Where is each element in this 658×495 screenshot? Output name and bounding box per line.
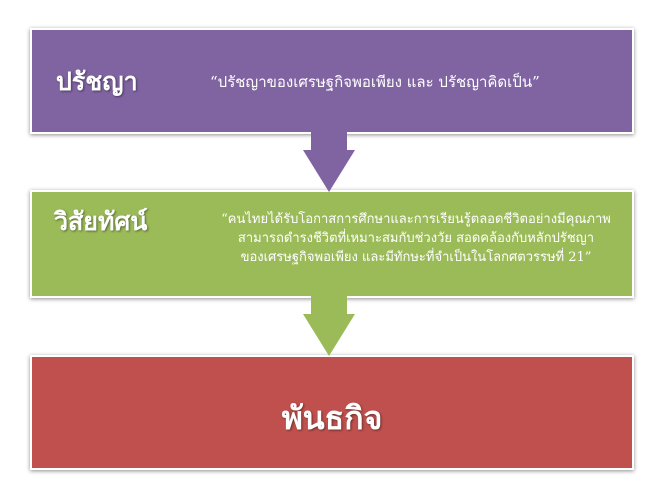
philosophy-box: ปรัชญา “ปรัชญาของเศรษฐกิจพอเพียง และ ปรั… xyxy=(30,28,634,134)
vision-heading: วิสัยทัศน์ xyxy=(54,207,148,236)
flow-arrow-1-stem xyxy=(311,132,347,154)
vision-text-line-1: “คนไทยได้รับโอกาสการศึกษาและการเรียนรู้ต… xyxy=(221,212,611,227)
flow-arrow-1 xyxy=(303,150,355,192)
philosophy-text: “ปรัชญาของเศรษฐกิจพอเพียง และ ปรัชญาคิดเ… xyxy=(210,73,540,91)
vision-text-line-2: สามารถดำรงชีวิตที่เหมาะสมกับช่วงวัย สอดค… xyxy=(237,231,595,246)
mission-box: พันธกิจ xyxy=(30,355,634,470)
flow-arrow-2 xyxy=(303,314,355,356)
flow-arrow-2-stem xyxy=(311,296,347,318)
philosophy-heading: ปรัชญา xyxy=(56,67,138,96)
vision-text-line-3: ของเศรษฐกิจพอเพียง และมีทักษะที่จำเป็นใน… xyxy=(240,250,592,265)
vision-box: วิสัยทัศน์ “คนไทยได้รับโอกาสการศึกษาและก… xyxy=(30,190,634,298)
vision-text: “คนไทยได้รับโอกาสการศึกษาและการเรียนรู้ต… xyxy=(206,210,626,267)
mission-heading: พันธกิจ xyxy=(281,399,383,437)
